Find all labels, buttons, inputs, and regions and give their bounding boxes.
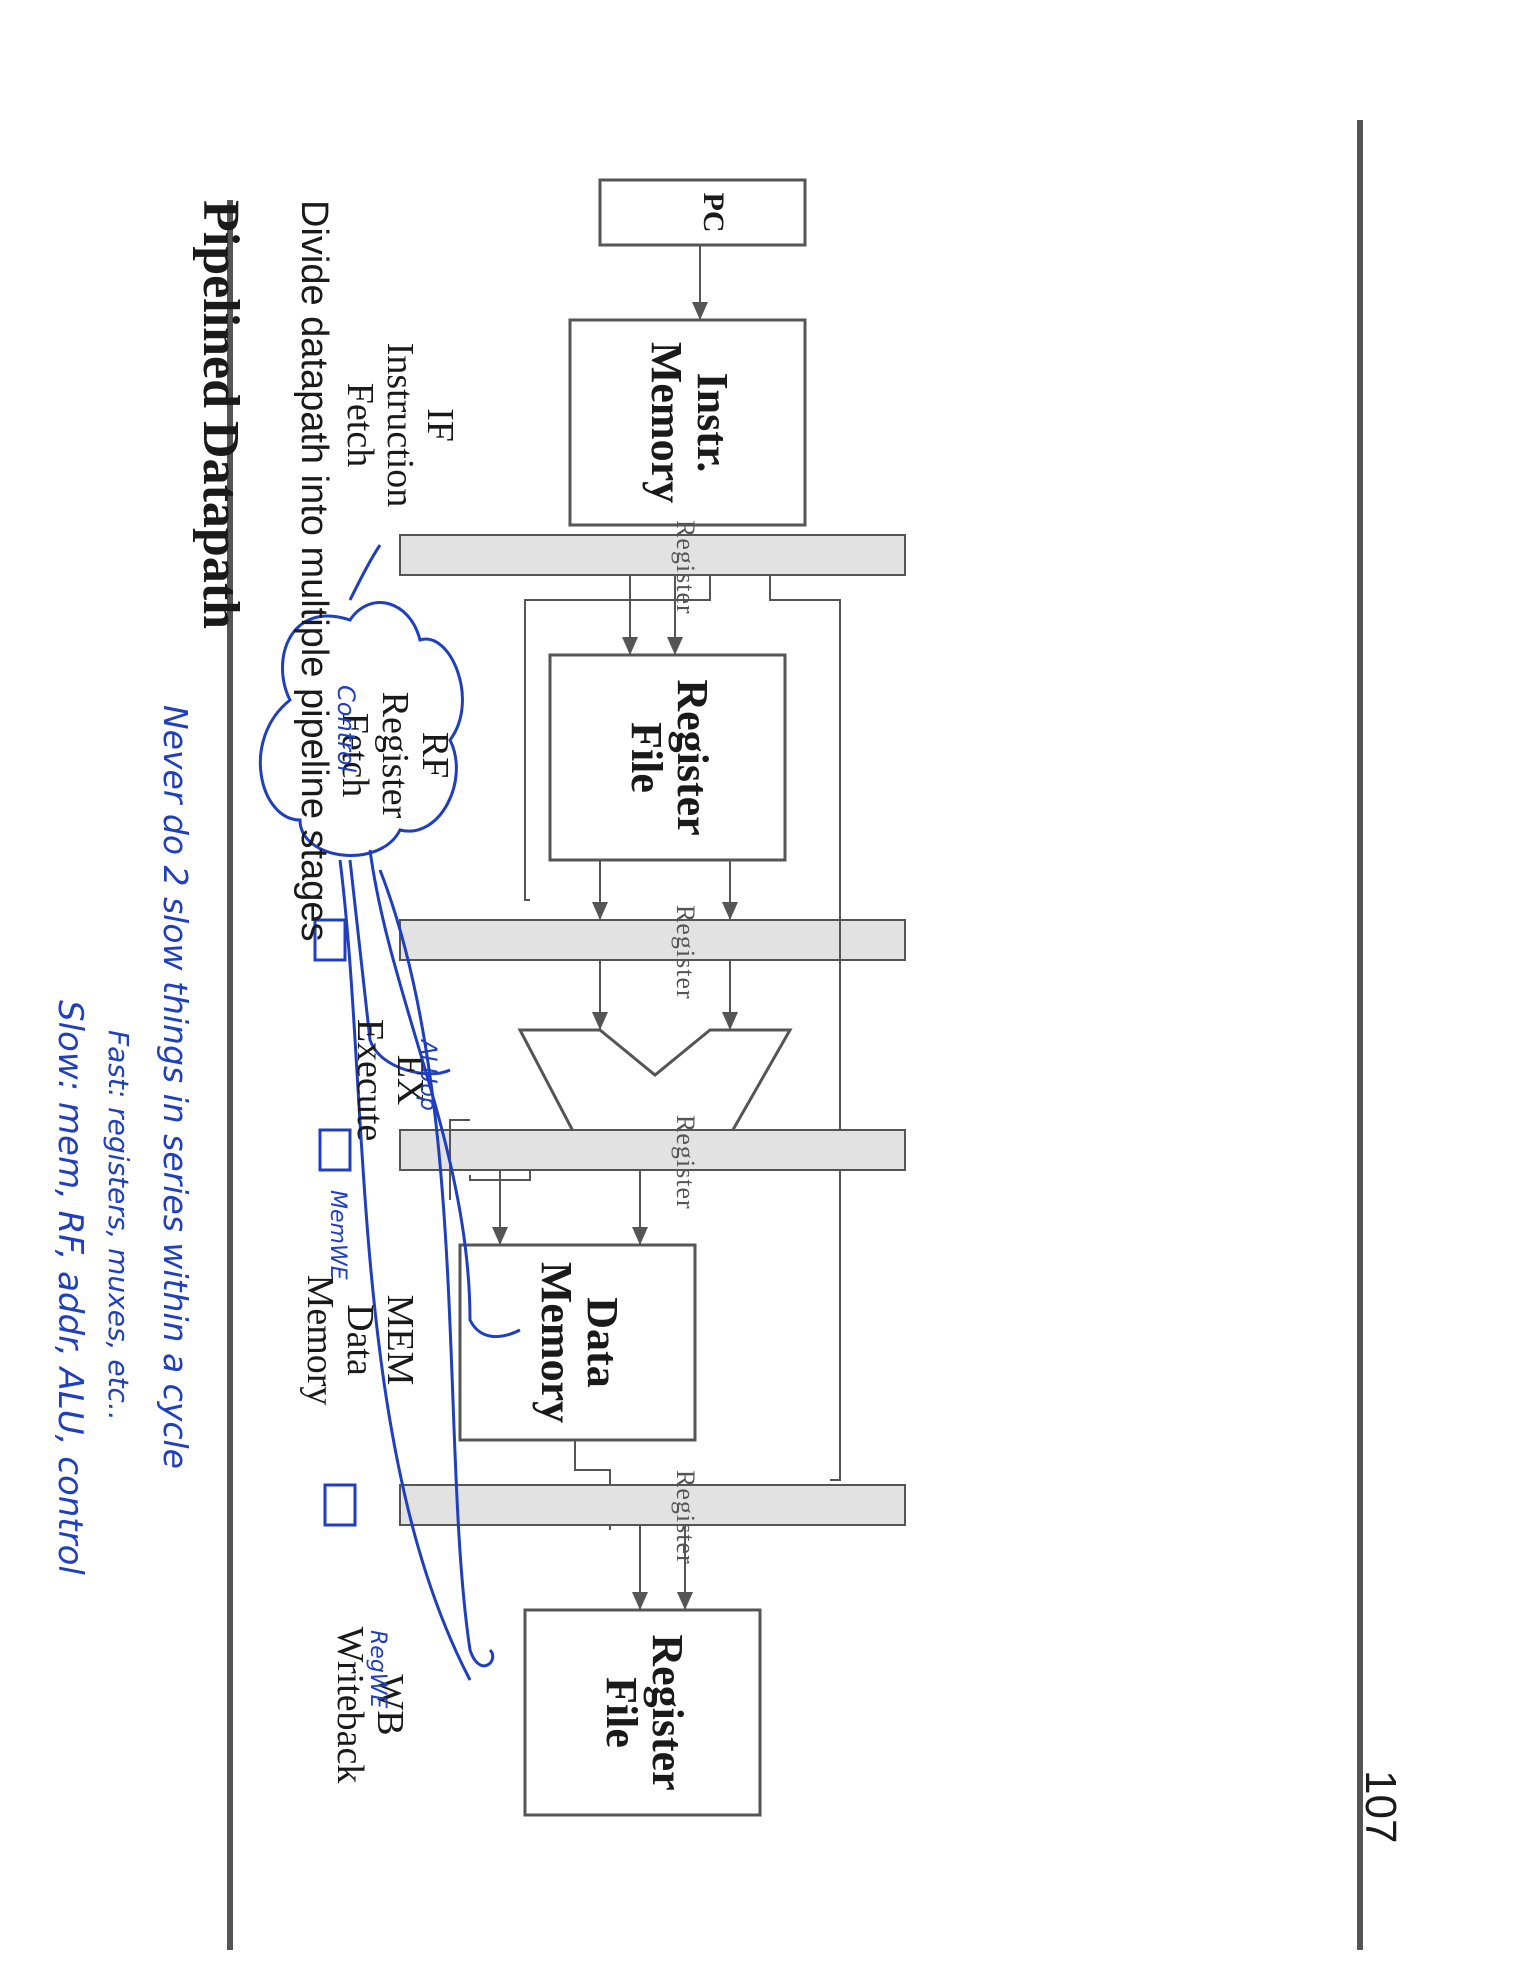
pipeline-register-1 (399, 534, 906, 576)
handwriting-line-1: Slow: mem, RF, addr, ALU, control (50, 1000, 90, 1575)
control-cloud (258, 601, 464, 857)
control-latch-1 (313, 918, 347, 962)
register-file-write-box (523, 1608, 762, 1817)
handwriting-memwe: MemWE (325, 1190, 350, 1280)
pc-box (598, 178, 807, 247)
control-latch-2 (318, 1128, 352, 1172)
handwriting-line-2: Fast: registers, muxes, etc.. (102, 1030, 135, 1421)
control-latch-3 (323, 1483, 357, 1527)
handwriting-regwe: RegWE (365, 1630, 390, 1709)
register-file-read-box (548, 653, 787, 862)
pipeline-register-2 (399, 919, 906, 961)
stage-label-mem: MEM Data Memory (299, 1274, 421, 1406)
page-number: 107 (1356, 1770, 1405, 1844)
handwriting-control: Control (332, 685, 360, 773)
handwriting-aluop: ALUop (415, 1040, 440, 1111)
data-memory-label: Data Memory (532, 1261, 627, 1424)
instr-memory-label: Instr. Memory (642, 341, 737, 504)
handwriting-line-3: Never do 2 slow things in series within … (156, 705, 195, 1469)
pc-label: PC (697, 192, 730, 233)
data-memory-box (458, 1243, 697, 1442)
pipeline-register-4-label: Register (671, 1470, 700, 1565)
stage-label-if: IF Instruction Fetch (339, 342, 461, 508)
pipeline-register-1-label: Register (671, 520, 700, 615)
instr-memory-box (568, 318, 807, 527)
alu-shape (517, 1028, 793, 1137)
slide-subtitle: Divide datapath into multiple pipeline s… (293, 200, 335, 942)
register-file-write-label: Register File (597, 1634, 692, 1791)
register-file-read-label: Register File (622, 679, 717, 836)
pipeline-register-3-label: Register (671, 1115, 700, 1210)
slide-title: Pipelined Datapath (192, 200, 249, 630)
pipeline-register-2-label: Register (671, 905, 700, 1000)
pipeline-register-4 (399, 1484, 906, 1526)
pipeline-register-3 (399, 1129, 906, 1171)
